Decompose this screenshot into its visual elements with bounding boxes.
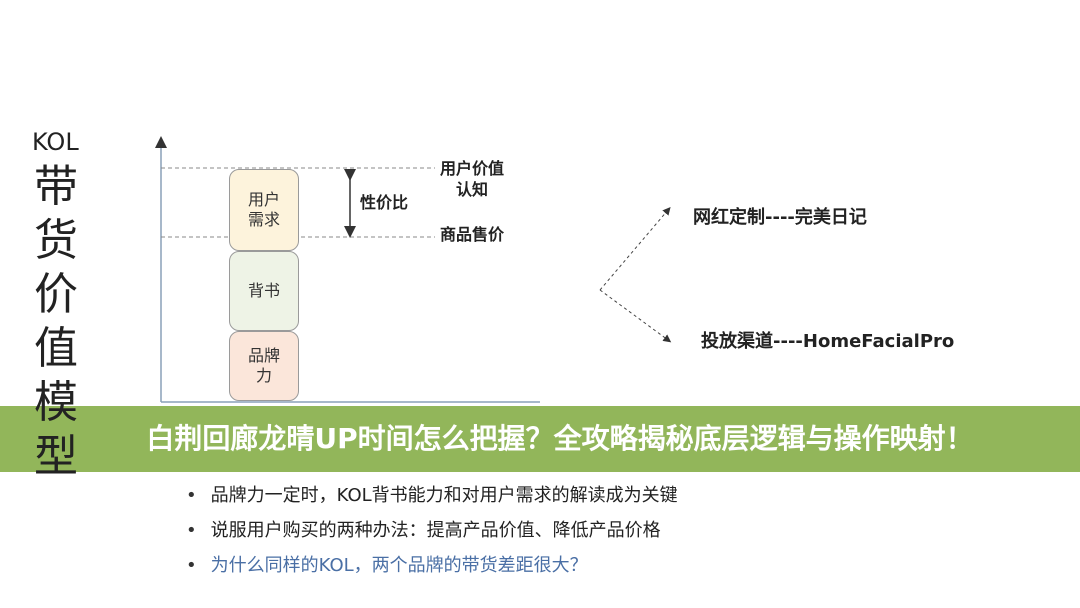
kol-label: KOL <box>32 128 79 156</box>
banner-title: 白荆回廊龙晴UP时间怎么把握？全攻略揭秘底层逻辑与操作映射！ <box>146 422 974 455</box>
label-price-performance: 性价比 <box>360 193 409 212</box>
block-endorsement: 背书 <box>229 251 299 331</box>
arrow-down-right <box>599 289 672 343</box>
right-item-channel: 投放渠道----HomeFacialPro <box>701 331 955 352</box>
label-selling-price: 商品售价 <box>440 225 505 244</box>
bullet-list: 品牌力一定时，KOL背书能力和对用户需求的解读成为关键 说服用户购买的两种办法：… <box>186 478 678 583</box>
label-user-value: 用户价值 认知 <box>440 159 505 199</box>
right-item-custom: 网红定制----完美日记 <box>693 207 867 228</box>
bullet-item: 说服用户购买的两种办法：提高产品价值、降低产品价格 <box>186 513 678 548</box>
bullet-item: 为什么同样的KOL，两个品牌的带货差距很大？ <box>186 548 678 583</box>
arrow-up-right <box>599 206 671 291</box>
title-banner: 白荆回廊龙晴UP时间怎么把握？全攻略揭秘底层逻辑与操作映射！ <box>0 406 1080 472</box>
vertical-title: 带货价值模型 <box>34 161 78 482</box>
bullet-item: 品牌力一定时，KOL背书能力和对用户需求的解读成为关键 <box>186 478 678 513</box>
block-brand-power: 品牌 力 <box>229 331 299 401</box>
block-user-needs: 用户 需求 <box>229 169 299 251</box>
